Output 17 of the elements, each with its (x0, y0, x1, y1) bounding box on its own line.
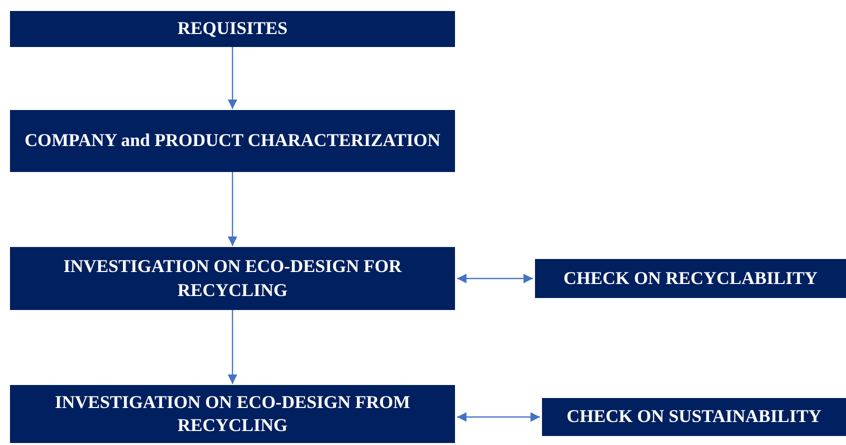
arrow (228, 172, 238, 246)
box-label: REQUISITES (177, 17, 288, 40)
arrow (228, 47, 238, 109)
box-label: CHECK ON SUSTAINABILITY (566, 405, 822, 428)
box-label: CHECK ON RECYCLABILITY (563, 266, 818, 290)
process-box (10, 385, 455, 443)
box-label: COMPANY and PRODUCT CHARACTERIZATION (24, 129, 440, 152)
process-box (10, 110, 455, 172)
arrow (457, 412, 540, 422)
process-box (542, 398, 846, 436)
arrow (457, 274, 533, 284)
process-box (535, 259, 846, 298)
box-label: INVESTIGATION ON ECO-DESIGN FOR RECYCLING (62, 255, 403, 302)
process-box (10, 11, 455, 47)
arrow (228, 310, 238, 384)
box-label: INVESTIGATION ON ECO-DESIGN FROM RECYCLING (54, 390, 412, 437)
process-box (10, 247, 455, 310)
